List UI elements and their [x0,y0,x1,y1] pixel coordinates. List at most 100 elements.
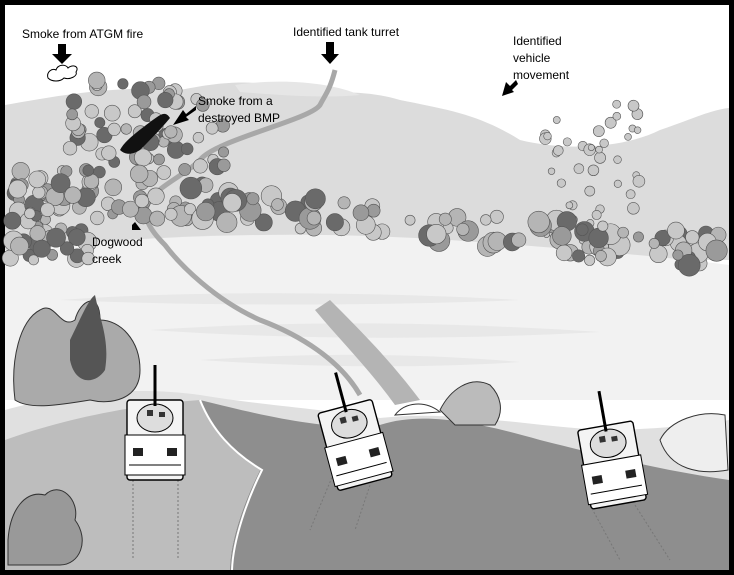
tree [179,176,203,200]
label-atgm-smoke: Smoke from ATGM fire [22,27,143,41]
tree [127,104,142,119]
tree [32,239,51,258]
left-bushes [7,295,141,566]
label-vehicle-movement-3: movement [513,68,570,82]
arrow-vehicle-movement [502,80,518,96]
tree [254,213,273,232]
tank-center [317,372,394,491]
tree [592,125,605,137]
tree [178,163,192,176]
tree [205,121,219,135]
tree [306,210,322,226]
tree [222,193,242,213]
tree [153,153,165,166]
tree [555,244,573,262]
arrow-bmp-smoke [173,106,196,125]
tree [438,212,452,226]
tree [94,117,106,128]
field-streaks [60,293,600,367]
tree [632,175,646,188]
label-tank-turret: Identified tank turret [293,25,400,39]
tree [594,151,606,164]
label-vehicle-movement-1: Identified [513,34,562,48]
tree [107,122,121,136]
tree [84,104,99,119]
tree [90,210,105,226]
tree [28,170,46,189]
tank-right [577,390,649,510]
tree-line [1,71,728,277]
tree [10,236,29,256]
tree [553,145,564,156]
tree [103,104,121,122]
tree [633,126,642,134]
tree [597,220,609,232]
tree [101,145,117,161]
bmp-smoke [120,113,170,154]
tree [591,210,602,220]
tree [572,249,586,263]
tree [612,99,622,109]
tree [556,178,566,188]
tree [489,209,504,224]
tree [552,226,572,246]
tree [587,144,595,151]
tree [81,251,95,266]
label-vehicle-movement-2: vehicle [513,51,551,65]
tree [3,211,22,230]
atgm-smoke-cloud [47,64,78,82]
tree [595,250,607,262]
tree [164,125,178,139]
tree [184,203,197,216]
tree [8,179,28,199]
tree [196,202,216,222]
midground-field [5,234,729,400]
tree [50,173,71,194]
tree [88,71,106,90]
tree [404,214,416,226]
tree [543,132,552,141]
tree [64,186,82,204]
tree [180,142,194,156]
tree [40,202,55,217]
tree [612,112,622,121]
tree [120,123,132,135]
tree [130,164,149,184]
tree [216,211,238,233]
tree [511,232,527,248]
tree [667,221,685,240]
tree [565,201,574,210]
tree [584,185,596,197]
tree [66,108,78,121]
tree [366,203,381,218]
tree [480,214,492,226]
tree [218,146,229,158]
tree [134,193,150,209]
tree [192,132,205,144]
tree [246,192,260,206]
tree [527,210,550,234]
label-creek-1: Dogwood [92,235,143,249]
tree [648,238,660,249]
tree [613,179,622,188]
tank-left [124,365,186,481]
tree [617,226,629,239]
tree [32,186,46,200]
tree [633,231,644,243]
arrow-tank-turret [321,42,339,64]
tree [624,133,632,141]
tree [196,98,210,112]
tree [672,249,684,261]
tree [588,227,609,249]
tree [82,164,95,177]
tree [584,254,596,266]
road-highlight [199,399,264,571]
tree [426,224,447,245]
label-bmp-smoke-2: destroyed BMP [198,111,280,125]
tree [595,145,603,154]
tree [122,200,139,218]
tree [217,158,231,172]
tree [147,187,165,205]
tree [613,155,622,164]
tree [678,254,701,277]
